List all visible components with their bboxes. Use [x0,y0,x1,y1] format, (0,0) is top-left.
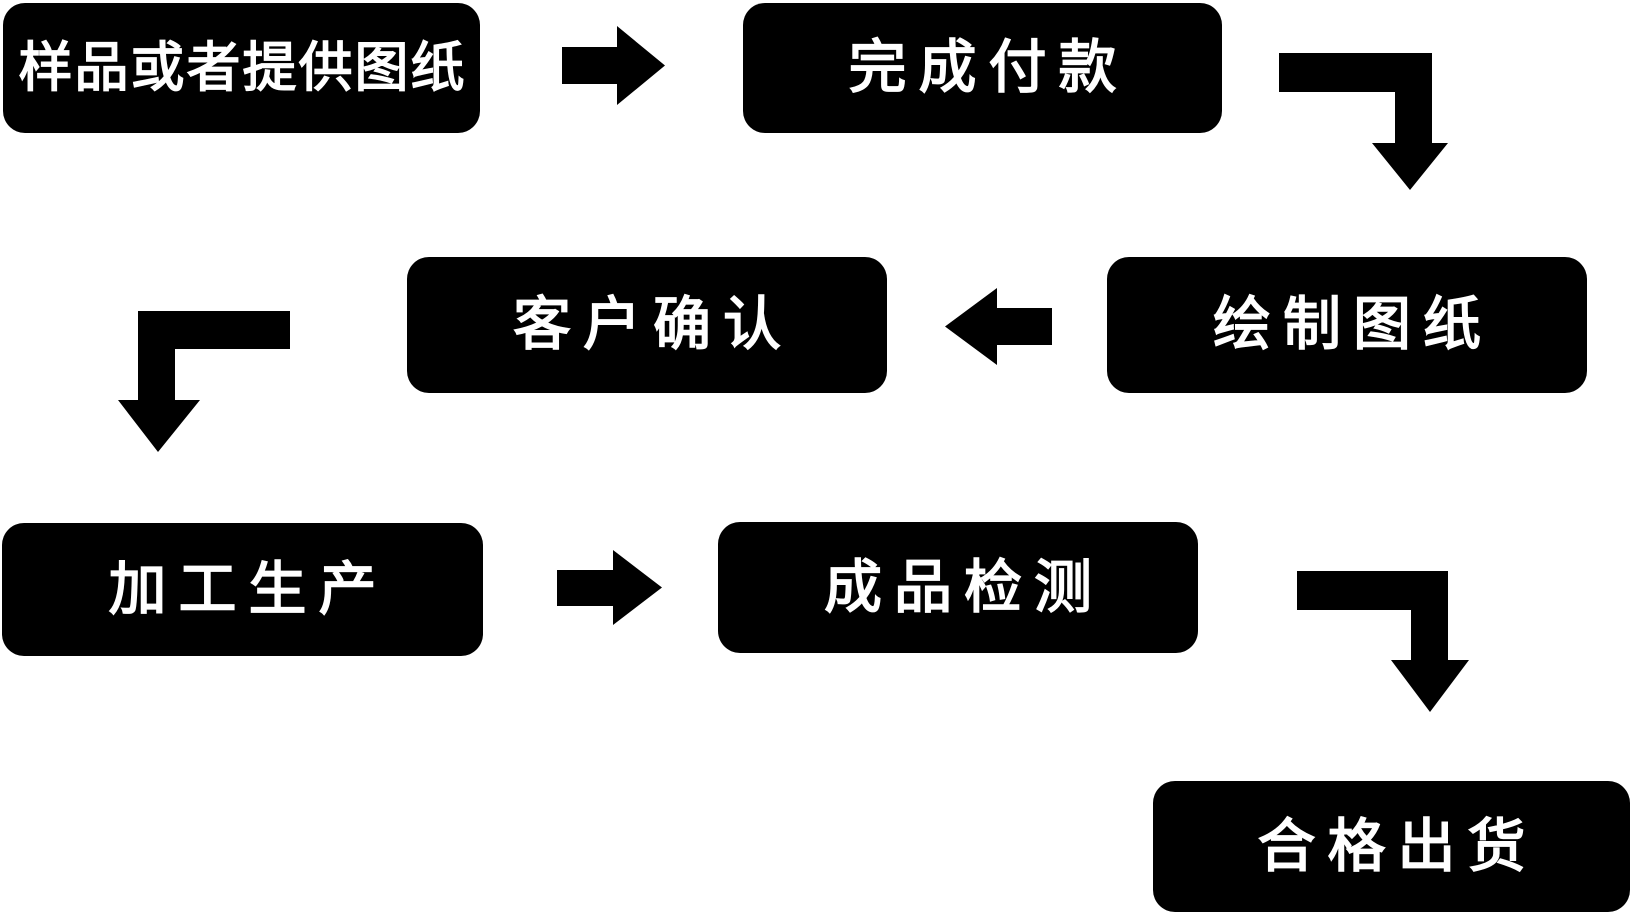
flow-node-label: 样品或者提供图纸 [18,38,467,98]
flow-node-label: 加工生产 [108,556,389,622]
elbow-arrow-left-down-icon [118,311,290,452]
flow-node-sample-or-drawing: 样品或者提供图纸 [3,3,480,133]
flow-node-production: 加工生产 [2,523,483,656]
elbow-arrow-right-down-icon [1279,53,1448,190]
flow-node-label: 客户确认 [512,292,793,357]
flow-node-complete-payment: 完成付款 [743,3,1222,133]
arrow-right-icon [562,26,665,105]
flow-node-draw-drawings: 绘制图纸 [1107,257,1587,393]
arrow-right-icon [557,550,662,625]
flow-node-label: 绘制图纸 [1212,292,1493,357]
flow-node-label: 合格出货 [1257,813,1538,879]
arrow-left-icon [945,288,1052,365]
flow-node-label: 成品检测 [823,554,1104,620]
flow-node-label: 完成付款 [848,35,1129,100]
flow-node-customer-confirm: 客户确认 [407,257,887,393]
flow-node-qualified-shipment: 合格出货 [1153,781,1630,912]
elbow-arrow-right-down-icon [1297,571,1469,712]
flow-node-product-inspection: 成品检测 [718,522,1198,653]
